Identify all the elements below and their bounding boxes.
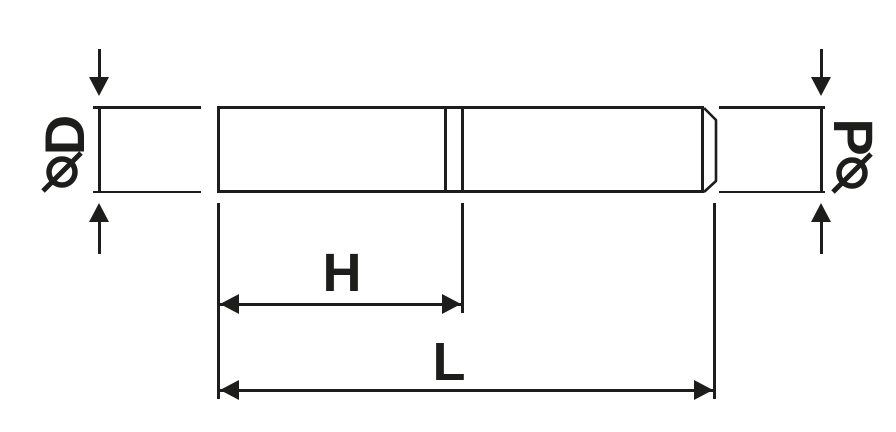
arrow-right-icon bbox=[694, 380, 713, 400]
arrow-left-icon bbox=[220, 294, 239, 314]
dia-d-arrow-tail-bottom bbox=[98, 222, 101, 254]
chamfer-tip bbox=[703, 107, 718, 193]
dia-p-extension-line-bottom bbox=[719, 190, 825, 193]
rod-outline bbox=[217, 106, 704, 193]
arrow-up-icon bbox=[810, 203, 831, 222]
h-extension-line-right bbox=[461, 203, 464, 313]
arrow-left-icon bbox=[220, 380, 239, 400]
arrow-up-icon bbox=[88, 203, 109, 222]
arrow-down-icon bbox=[810, 77, 831, 96]
dia-p-arrow-tail-bottom bbox=[820, 222, 823, 254]
groove-line-left bbox=[444, 106, 447, 193]
h-dimension-line bbox=[219, 303, 462, 306]
l-extension-line-right bbox=[713, 203, 716, 399]
diameter-symbol-icon bbox=[831, 152, 873, 194]
dia-d-dimension-line bbox=[98, 106, 101, 193]
dia-d-extension-line-bottom bbox=[93, 190, 201, 193]
arrow-right-icon bbox=[442, 294, 461, 314]
dia-p-dimension-line bbox=[820, 106, 823, 193]
label-h: H bbox=[322, 243, 362, 303]
dia-d-extension-line-top bbox=[93, 106, 201, 109]
dia-p-extension-line-top bbox=[719, 106, 825, 109]
arrow-down-icon bbox=[88, 77, 109, 96]
dia-p-arrow-tail-top bbox=[820, 49, 823, 77]
l-dimension-line bbox=[219, 389, 715, 392]
dia-d-arrow-tail-top bbox=[98, 49, 101, 77]
label-l: L bbox=[432, 332, 466, 392]
h-l-extension-line-left bbox=[217, 203, 220, 399]
groove-line-right bbox=[461, 106, 464, 193]
diameter-symbol-icon bbox=[41, 151, 83, 193]
